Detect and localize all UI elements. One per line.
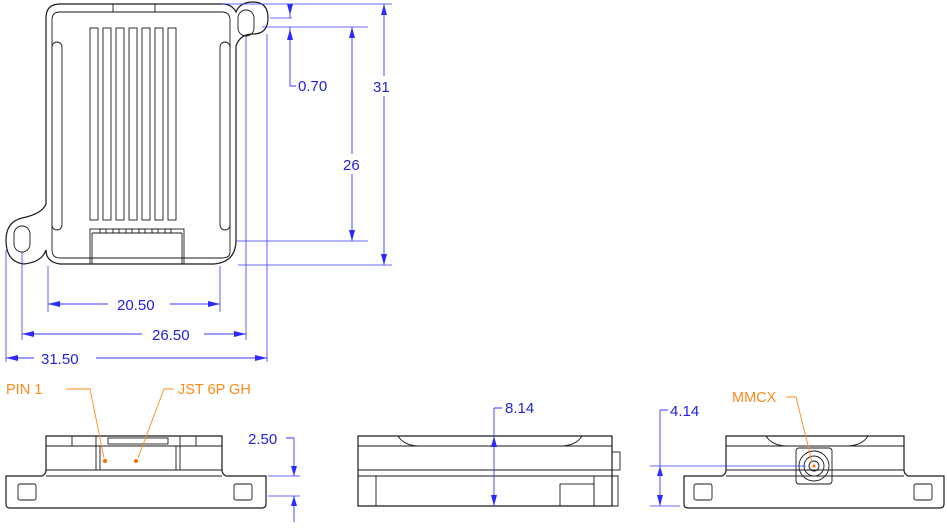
dim-body-width: 20.50 [117,297,155,314]
top-view-outline [5,1,269,265]
side-view-outline [357,435,613,507]
side-view: 8.14 [357,400,621,507]
heatsink-fins [89,27,177,221]
mounting-hole-top [237,9,255,37]
pin1-dot [103,459,107,463]
label-antenna: MMCX [732,390,777,406]
back-view-outline [683,435,945,509]
dim-connector-height: 2.50 [248,431,277,448]
mounting-hole-bottom [13,225,31,253]
top-tab [112,3,156,13]
dim-overall-height: 31 [373,79,390,96]
connector-outline [89,228,185,265]
label-connector: JST 6P GH [178,382,251,398]
label-pin1: PIN 1 [6,382,42,398]
dim-mmcx-height: 4.14 [670,403,699,420]
dim-hole-spacing-horizontal: 26.50 [152,327,190,344]
front-view-outline [5,435,267,509]
dim-hole-offset: 0.70 [298,78,327,95]
connector-pins [99,228,172,234]
right-rail [219,41,231,231]
connector-dot [134,459,138,463]
jst-connector [95,435,181,471]
dim-total-thickness: 8.14 [505,400,534,417]
left-rail [51,41,63,231]
dim-overall-width: 31.50 [41,351,79,368]
top-view-body [51,11,231,259]
front-view: PIN 1 JST 6P GH [5,382,267,509]
back-view: MMCX 4.14 [650,390,945,509]
dim-hole-spacing-vertical: 26 [343,157,360,174]
top-view-dimensions: 0.70 26 31 20.50 26.50 31.50 [5,3,396,368]
top-view [5,1,269,265]
front-view-dimensions: 2.50 [248,431,300,522]
